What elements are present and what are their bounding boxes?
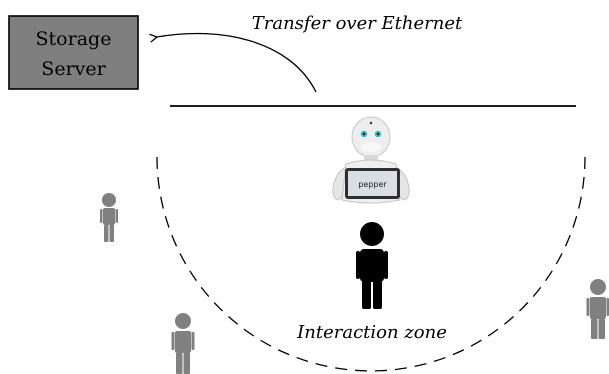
transfer-arrow [149, 32, 317, 93]
storage-server-box [8, 15, 139, 90]
interaction-zone-label: Interaction zone [296, 322, 447, 343]
robot-tablet-text: pepper [358, 180, 387, 189]
person-outside-bottom-left [171, 313, 195, 374]
interaction-zone-boundary [156, 156, 586, 372]
person-outside-right [586, 279, 609, 339]
storage-server: Storage Server [8, 15, 139, 90]
person-outside-left [100, 193, 118, 242]
pepper-robot: pepper [332, 116, 410, 204]
person-in-zone [356, 222, 388, 309]
storage-server-label-line2: Server [41, 58, 106, 80]
storage-server-label-line1: Storage [36, 28, 112, 50]
transfer-label: Transfer over Ethernet [252, 13, 463, 34]
